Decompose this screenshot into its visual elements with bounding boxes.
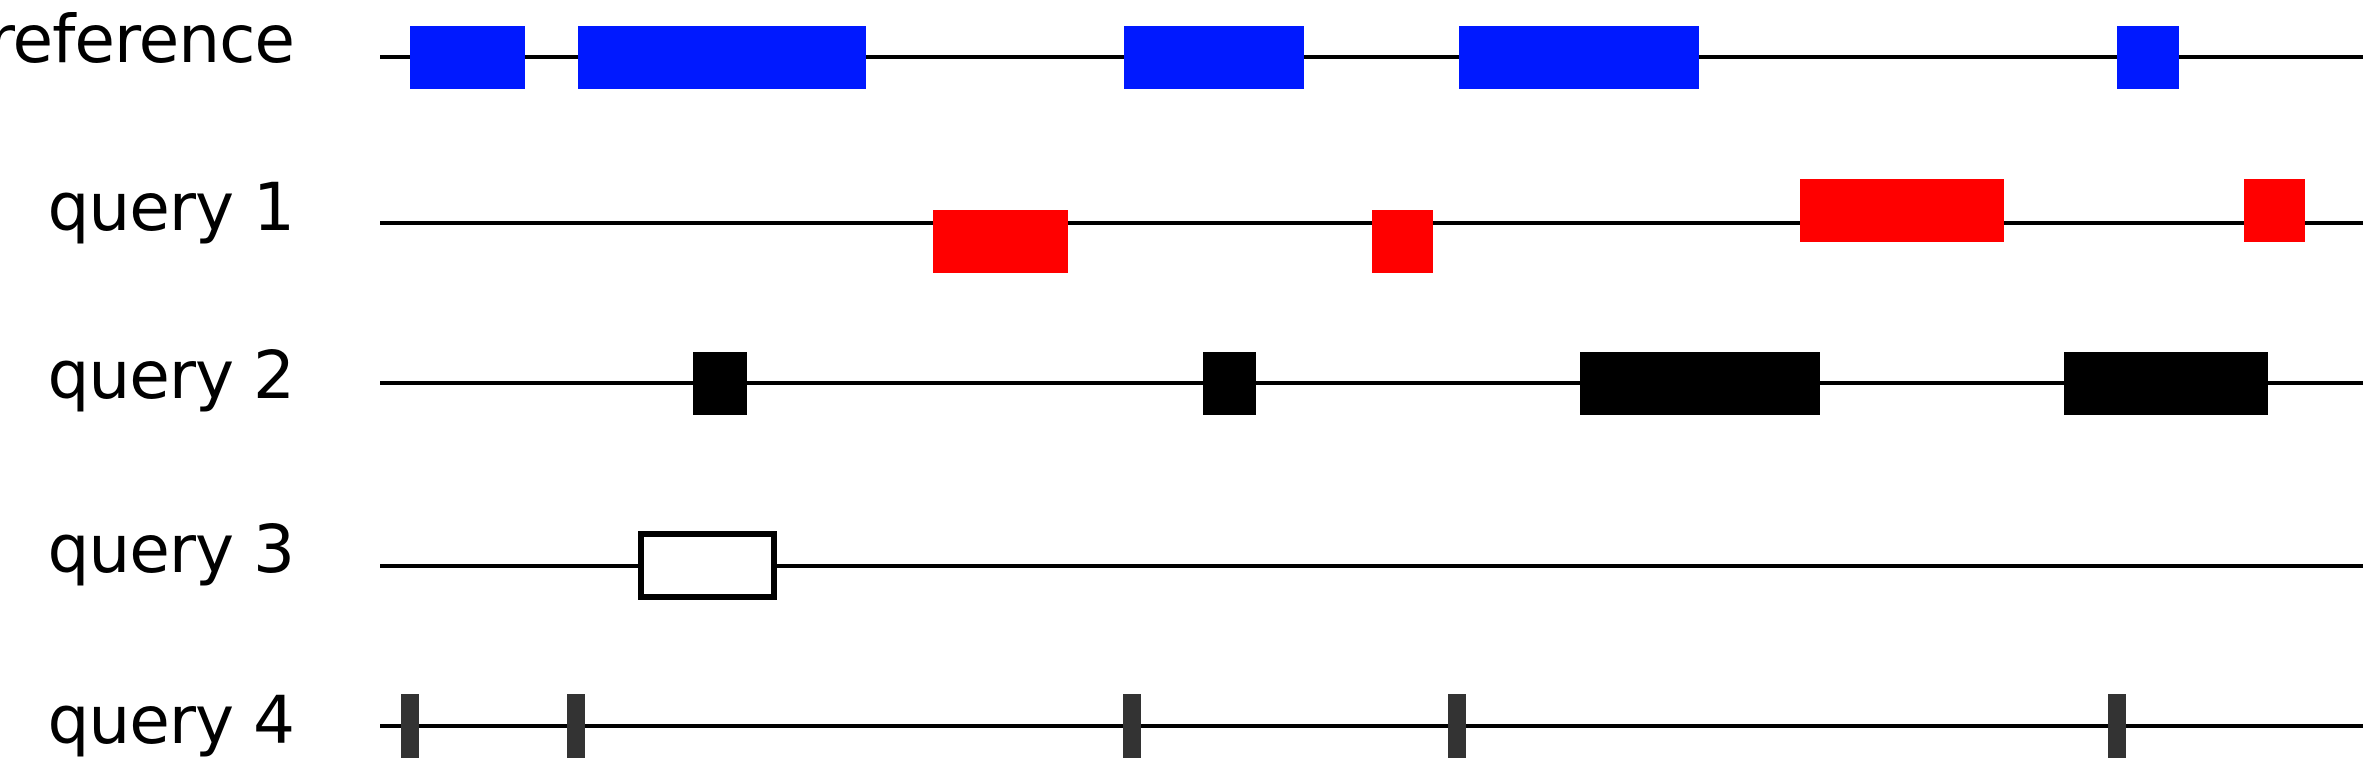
baseline-query-4	[380, 724, 2363, 728]
block-query-2-1	[693, 351, 747, 415]
block-query-2-2	[1202, 351, 1257, 415]
tick-query-4-2	[567, 694, 586, 758]
block-reference-4	[1458, 25, 1699, 89]
block-query-1-3	[1799, 178, 2005, 242]
block-query-2-4	[2063, 351, 2268, 415]
track-label-query-4: query 4	[47, 682, 295, 759]
baseline-reference	[380, 55, 2363, 59]
block-query-3-1	[637, 531, 777, 600]
track-label-reference: reference	[0, 1, 295, 78]
track-label-query-2: query 2	[47, 337, 295, 414]
block-query-1-1	[933, 209, 1069, 273]
baseline-query-3	[380, 564, 2363, 568]
block-query-1-2	[1371, 209, 1433, 273]
track-label-query-3: query 3	[47, 511, 295, 588]
block-reference-1	[409, 25, 525, 89]
track-label-query-1: query 1	[47, 169, 295, 246]
tick-query-4-3	[1122, 694, 1141, 758]
block-query-1-4	[2244, 178, 2306, 242]
block-reference-2	[578, 25, 866, 89]
baseline-query-2	[380, 381, 2363, 385]
tick-query-4-4	[1447, 694, 1466, 758]
block-query-2-3	[1579, 351, 1820, 415]
tick-query-4-1	[400, 694, 419, 758]
block-reference-3	[1123, 25, 1305, 89]
block-reference-5	[2117, 25, 2179, 89]
tick-query-4-5	[2108, 694, 2127, 758]
